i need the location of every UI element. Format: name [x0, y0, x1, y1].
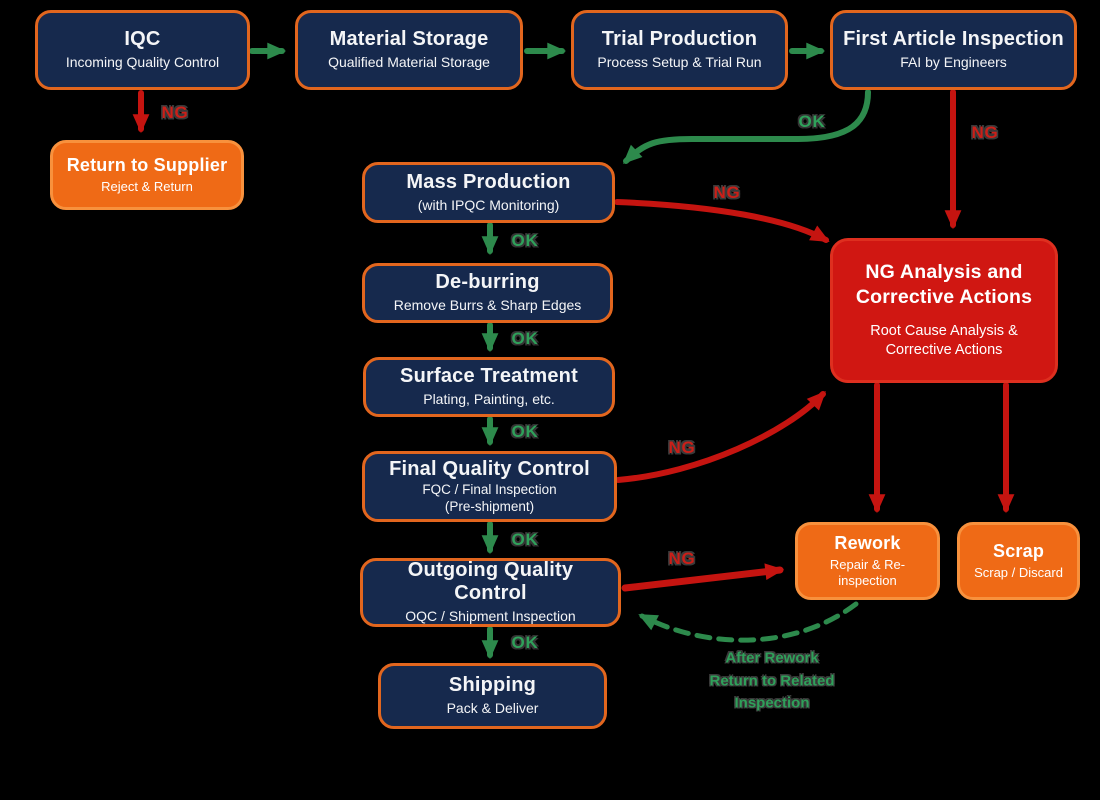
label-ok-surface: OK — [511, 422, 539, 441]
label-ng-fai: NG — [971, 123, 999, 142]
node-deburring: De-burring Remove Burrs & Sharp Edges — [362, 263, 613, 323]
label-ng-mass-production: NG — [713, 183, 741, 202]
node-trial-production-title: Trial Production — [601, 28, 758, 51]
node-outgoing-quality-control: Outgoing Quality Control OQC / Shipment … — [360, 558, 621, 627]
label-ng-oqc: NG — [668, 549, 696, 568]
node-oqc-subtitle: OQC / Shipment Inspection — [405, 608, 576, 625]
node-scrap-title: Scrap — [992, 541, 1045, 562]
label-after-rework-return: After Rework Return to Related Inspectio… — [709, 649, 835, 712]
label-ng-fqc: NG — [668, 438, 696, 457]
label-ng-iqc: NG — [161, 103, 189, 122]
node-trial-production: Trial Production Process Setup & Trial R… — [571, 10, 788, 90]
node-rework: Rework Repair & Re-inspection — [795, 522, 940, 600]
node-return-to-supplier-subtitle: Reject & Return — [101, 178, 193, 194]
node-ng-analysis-title: NG Analysis and Corrective Actions — [855, 261, 1033, 309]
node-return-to-supplier: Return to Supplier Reject & Return — [50, 140, 244, 210]
node-deburring-title: De-burring — [435, 271, 540, 294]
node-scrap: Scrap Scrap / Discard — [957, 522, 1080, 600]
node-iqc: IQC Incoming Quality Control — [35, 10, 250, 90]
node-scrap-subtitle: Scrap / Discard — [974, 564, 1063, 580]
node-surface-treatment-title: Surface Treatment — [400, 365, 578, 388]
node-surface-treatment-subtitle: Plating, Painting, etc. — [423, 391, 555, 408]
node-material-storage-title: Material Storage — [329, 28, 489, 51]
node-shipping-subtitle: Pack & Deliver — [446, 700, 539, 717]
label-ok-fai: OK — [798, 112, 826, 131]
node-final-quality-control: Final Quality Control FQC / Final Inspec… — [362, 451, 617, 522]
edge-rework-return-to-oqc — [638, 601, 859, 643]
node-rework-subtitle: Repair & Re-inspection — [829, 556, 906, 588]
label-ok-deburring: OK — [511, 329, 539, 348]
node-shipping-title: Shipping — [448, 674, 537, 697]
node-mass-production-title: Mass Production — [406, 170, 571, 193]
node-mass-production: Mass Production (with IPQC Monitoring) — [362, 162, 615, 223]
node-ng-analysis-subtitle: Root Cause Analysis & Corrective Actions — [870, 322, 1018, 359]
edge-fqc-ng-to-ng-analysis — [615, 390, 826, 483]
node-material-storage: Material Storage Qualified Material Stor… — [295, 10, 523, 90]
node-oqc-title: Outgoing Quality Control — [407, 559, 574, 605]
node-fai-title: First Article Inspection — [843, 28, 1064, 51]
node-iqc-subtitle: Incoming Quality Control — [65, 54, 220, 71]
node-trial-production-subtitle: Process Setup & Trial Run — [597, 54, 762, 71]
node-fqc-subtitle2: (Pre-shipment) — [444, 499, 535, 514]
node-fqc-subtitle: FQC / Final Inspection — [422, 481, 557, 497]
node-deburring-subtitle: Remove Burrs & Sharp Edges — [393, 297, 582, 314]
node-fai-subtitle: FAI by Engineers — [900, 54, 1007, 71]
node-material-storage-subtitle: Qualified Material Storage — [328, 54, 490, 71]
node-mass-production-subtitle: (with IPQC Monitoring) — [417, 196, 560, 213]
label-ok-oqc: OK — [511, 633, 539, 652]
label-ok-mass-production: OK — [511, 231, 539, 250]
node-first-article-inspection: First Article Inspection FAI by Engineer… — [830, 10, 1077, 90]
edge-mass-production-ng-to-ng-analysis — [614, 199, 830, 243]
label-ok-fqc: OK — [511, 530, 539, 549]
node-ng-analysis: NG Analysis and Corrective Actions Root … — [830, 238, 1058, 383]
edge-fai-ok-to-mass-production — [622, 89, 871, 164]
node-iqc-title: IQC — [124, 28, 161, 51]
node-surface-treatment: Surface Treatment Plating, Painting, etc… — [363, 357, 615, 417]
node-shipping: Shipping Pack & Deliver — [378, 663, 607, 729]
node-return-to-supplier-title: Return to Supplier — [66, 155, 228, 176]
node-fqc-title: Final Quality Control — [389, 457, 590, 480]
node-rework-title: Rework — [834, 533, 901, 554]
edge-oqc-ng-to-rework — [621, 563, 785, 592]
